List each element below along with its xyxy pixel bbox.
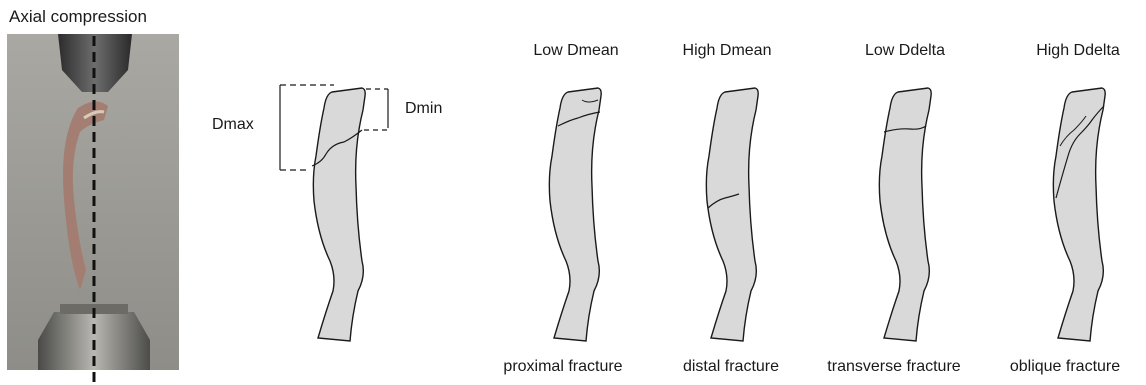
bone-distal-fracture xyxy=(706,88,758,341)
bone-oblique-fracture xyxy=(1053,88,1105,341)
bone-transverse-fracture xyxy=(879,88,931,341)
bone-proximal-fracture xyxy=(549,88,601,341)
bone-schematic xyxy=(312,88,365,341)
compression-photo xyxy=(7,34,179,383)
dmin-dimension xyxy=(364,89,388,130)
